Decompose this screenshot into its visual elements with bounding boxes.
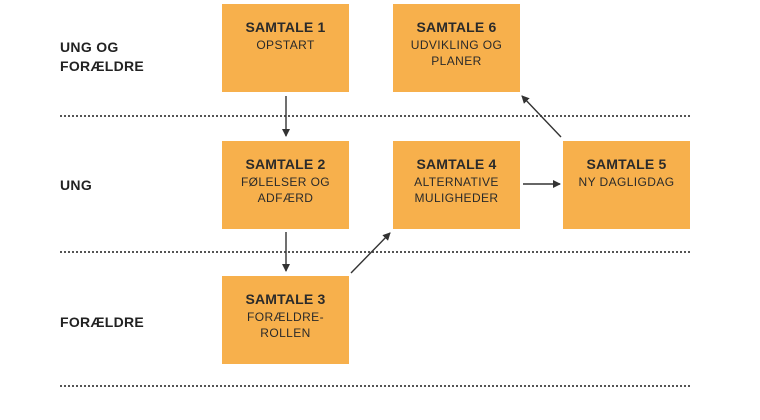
samtale-1-title: SAMTALE 1 bbox=[245, 19, 326, 35]
samtale-1-box: SAMTALE 1 OPSTART bbox=[222, 4, 349, 92]
samtale-2-title: SAMTALE 2 bbox=[245, 156, 326, 172]
samtale-6-title: SAMTALE 6 bbox=[416, 19, 497, 35]
samtale-4-title: SAMTALE 4 bbox=[416, 156, 497, 172]
samtale-6-subtitle: UDVIKLING OG PLANER bbox=[410, 38, 503, 68]
row-label-foraeldre: FORÆLDRE bbox=[60, 314, 145, 330]
divider-bottom bbox=[60, 385, 690, 387]
samtale-5-title: SAMTALE 5 bbox=[586, 156, 667, 172]
arrow-s5-to-s6 bbox=[521, 95, 562, 138]
samtale-1-subtitle: OPSTART bbox=[256, 38, 315, 52]
samtale-6-box: SAMTALE 6 UDVIKLING OG PLANER bbox=[393, 4, 520, 92]
samtale-4-box: SAMTALE 4 ALTERNATIVE MULIGHEDER bbox=[393, 141, 520, 229]
samtale-3-subtitle: FORÆLDRE- ROLLEN bbox=[247, 310, 324, 340]
samtale-3-box: SAMTALE 3 FORÆLDRE- ROLLEN bbox=[222, 276, 349, 364]
samtale-3-title: SAMTALE 3 bbox=[245, 291, 326, 307]
samtale-2-box: SAMTALE 2 FØLELSER OG ADFÆRD bbox=[222, 141, 349, 229]
samtale-5-box: SAMTALE 5 NY DAGLIGDAG bbox=[563, 141, 690, 229]
samtale-5-subtitle: NY DAGLIGDAG bbox=[578, 175, 675, 189]
arrow-s3-to-s4 bbox=[350, 232, 391, 274]
row-label-ung-og-foraeldre: UNG OG FORÆLDRE bbox=[60, 39, 145, 74]
divider-middle-bottom bbox=[60, 251, 690, 253]
samtale-2-subtitle: FØLELSER OG ADFÆRD bbox=[240, 175, 331, 205]
row-label-ung: UNG bbox=[60, 177, 93, 193]
divider-top-middle bbox=[60, 115, 690, 117]
samtale-4-subtitle: ALTERNATIVE MULIGHEDER bbox=[414, 175, 499, 205]
